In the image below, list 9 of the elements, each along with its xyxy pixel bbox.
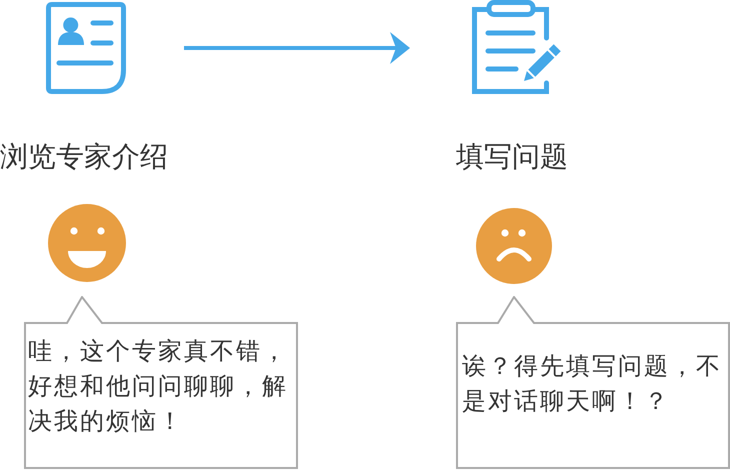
speech-text: 诶？得先填写问题，不是对话聊天啊！？	[462, 352, 723, 417]
node-label: 填写问题	[456, 140, 568, 174]
node-label: 浏览专家介绍	[0, 140, 168, 174]
speech-bubble	[456, 296, 730, 470]
profile-document-icon	[46, 2, 126, 94]
arrow	[184, 32, 410, 64]
clipboard-pencil-icon	[472, 0, 562, 94]
speech-text: 哇，这个专家真不错，好想和他问问聊聊，解决我的烦恼！	[28, 337, 289, 437]
speech-bubble	[24, 296, 298, 470]
